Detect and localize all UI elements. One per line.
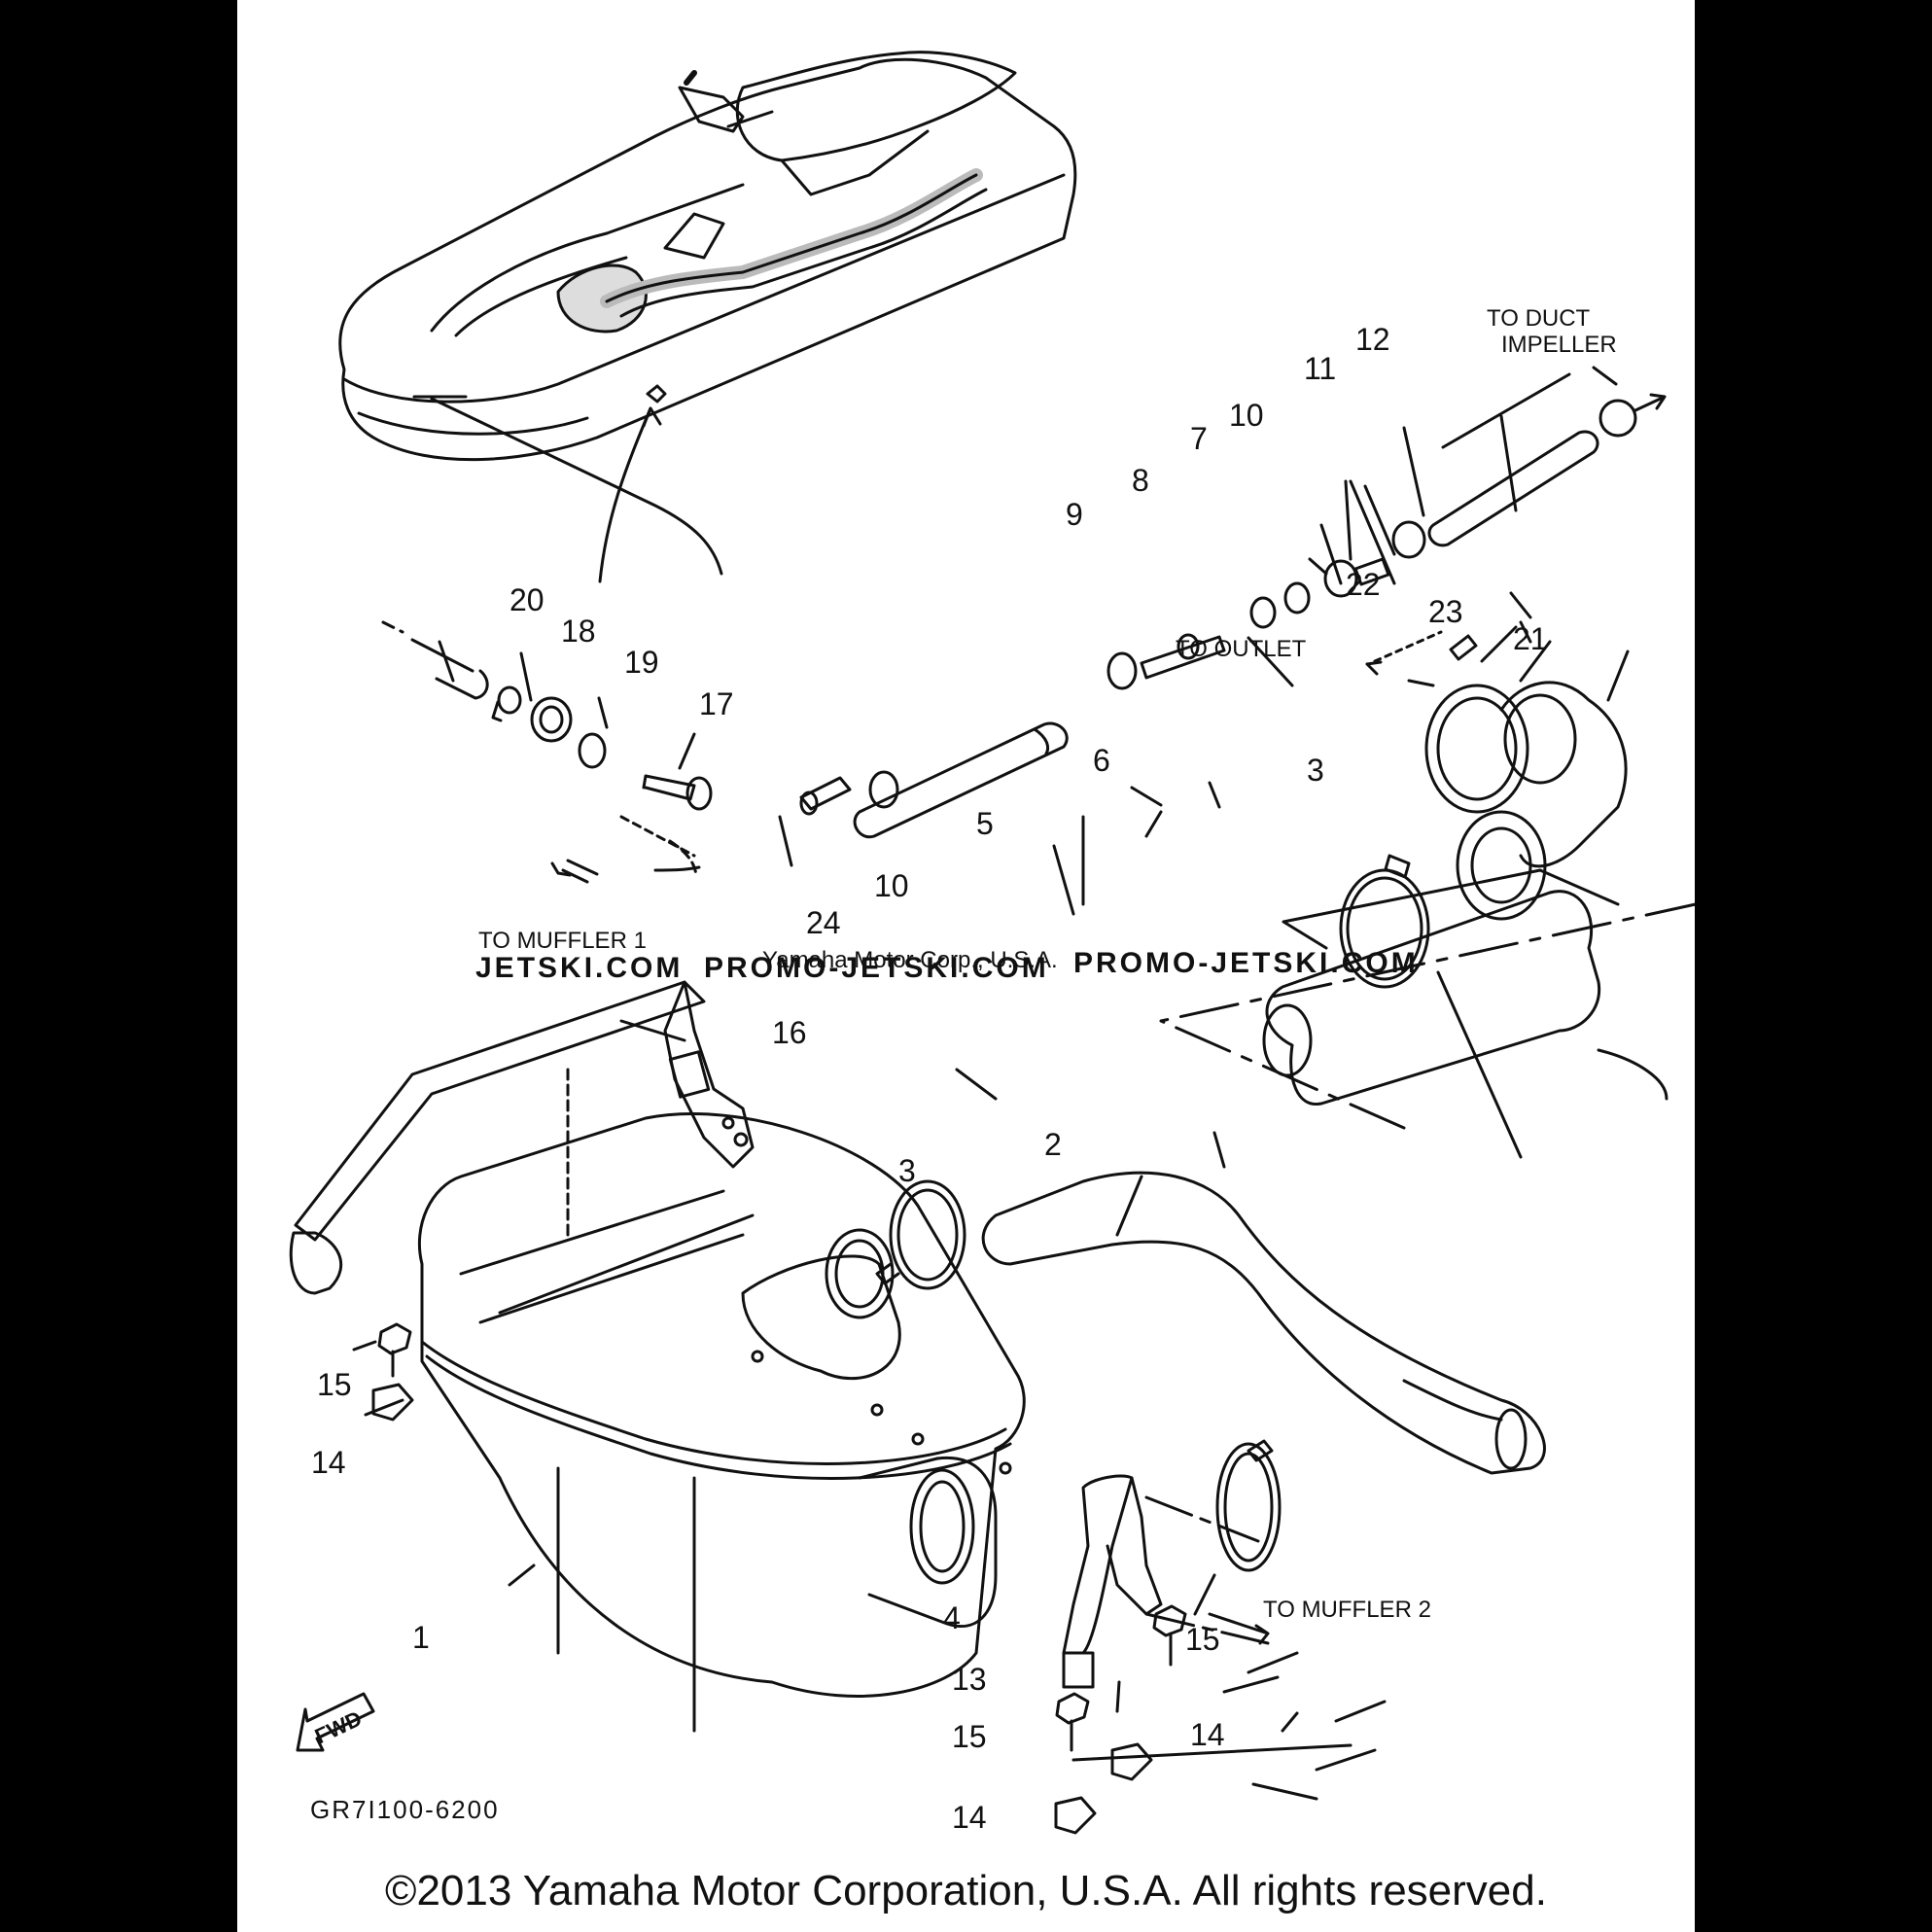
- callout-8: 8: [1132, 463, 1149, 498]
- fwd-arrow: [296, 1692, 375, 1752]
- callout-18: 18: [561, 614, 596, 649]
- callout-10-lower: 10: [874, 868, 909, 903]
- callout-24: 24: [806, 905, 841, 940]
- callout-12: 12: [1355, 322, 1390, 357]
- callout-3-lower: 3: [898, 1153, 916, 1188]
- mounting-strap-lower: [1062, 1474, 1270, 1689]
- exhaust-hose: [981, 1171, 1546, 1475]
- callout-17: 17: [699, 686, 734, 721]
- impeller-label: IMPELLER: [1501, 332, 1617, 358]
- to-muffler-2-label: TO MUFFLER 2: [1263, 1597, 1431, 1623]
- callout-4: 4: [943, 1600, 961, 1635]
- watermark-right: PROMO-JETSKI.COM: [1073, 947, 1419, 979]
- bolts-and-brackets: [371, 1322, 1187, 1835]
- callout-16: 16: [772, 1015, 807, 1050]
- exhaust-pipe: [1159, 890, 1695, 1130]
- callout-15-left: 15: [317, 1367, 352, 1402]
- watermark-middle: PROMO-JETSKI.COM: [704, 952, 1049, 984]
- hose-clamps: [875, 1179, 1282, 1572]
- callout-22: 22: [1346, 567, 1381, 602]
- leader-lines: [352, 366, 1630, 1801]
- callout-7: 7: [1190, 421, 1208, 456]
- callout-14-right: 14: [1190, 1717, 1225, 1752]
- drain-parts: [381, 620, 713, 884]
- to-outlet-label: TO OUTLET: [1176, 636, 1307, 662]
- callout-15-right: 15: [1185, 1622, 1220, 1657]
- muffler-body: [417, 1112, 1026, 1733]
- callout-14-left: 14: [311, 1445, 346, 1480]
- callout-23: 23: [1428, 594, 1463, 629]
- copyright-notice: ©2013 Yamaha Motor Corporation, U.S.A. A…: [385, 1867, 1547, 1914]
- callout-2: 2: [1044, 1127, 1062, 1162]
- diagram-code: GR7I100-6200: [310, 1795, 500, 1824]
- exhaust-parts-diagram: 1 2 3 3 4 5 6 7 8 9 10 10 11 12 13 14 14…: [289, 51, 1695, 1835]
- to-duct-label: TO DUCT: [1487, 305, 1591, 332]
- callout-20: 20: [509, 582, 544, 617]
- callout-14-bottom: 14: [952, 1800, 987, 1835]
- diagram-sheet: 1 2 3 3 4 5 6 7 8 9 10 10 11 12 13 14 14…: [237, 0, 1695, 1932]
- callout-21: 21: [1513, 621, 1548, 656]
- callout-3-upper: 3: [1307, 753, 1324, 788]
- watermark-left: JETSKI.COM: [475, 952, 683, 984]
- to-muffler-1-label: TO MUFFLER 1: [478, 928, 647, 954]
- outlet-parts: [1282, 630, 1628, 989]
- callout-labels: 1 2 3 3 4 5 6 7 8 9 10 10 11 12 13 14 14…: [311, 322, 1548, 1835]
- callout-13: 13: [952, 1662, 987, 1697]
- callout-11: 11: [1304, 351, 1336, 386]
- mounting-strap: [289, 980, 755, 1295]
- callout-9: 9: [1066, 497, 1083, 532]
- callout-6: 6: [1093, 743, 1110, 778]
- callout-1: 1: [412, 1620, 430, 1655]
- callout-19: 19: [624, 645, 659, 680]
- watermark-overlay: Yamaha Motor Corp., U.S.A.: [762, 947, 1058, 973]
- callout-5: 5: [976, 806, 994, 841]
- watermarks: JETSKI.COM PROMO-JETSKI.COM PROMO-JETSKI…: [475, 947, 1419, 984]
- callout-10-upper: 10: [1229, 398, 1264, 433]
- callout-15-bottom: 15: [952, 1719, 987, 1754]
- jetski-illustration: [338, 51, 1077, 583]
- water-hose-parts: [799, 393, 1667, 839]
- destination-labels: TO DUCT IMPELLER TO OUTLET TO MUFFLER 1 …: [478, 305, 1617, 1623]
